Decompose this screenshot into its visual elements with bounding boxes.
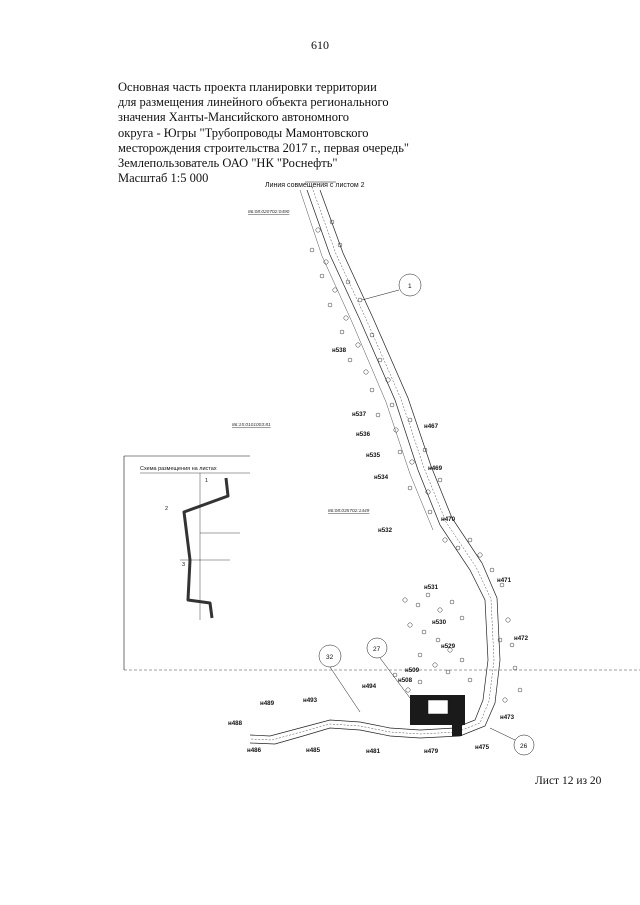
callout-number: 26 — [520, 743, 528, 750]
page-number: 610 — [311, 38, 329, 52]
inset-number: 2 — [165, 506, 168, 512]
point-label: н530 — [432, 619, 447, 626]
match-line-caption: Линия совмещения с листом 2 — [265, 182, 365, 189]
point-label: н534 — [374, 474, 389, 481]
cadastral-number: 86:08:035702:1449 — [328, 508, 370, 514]
point-label: н467 — [424, 423, 439, 430]
point-label: н508 — [398, 677, 413, 684]
point-label: н509 — [405, 667, 420, 674]
point-label: н469 — [428, 465, 443, 472]
point-label: н494 — [362, 683, 377, 690]
inset-number: 3 — [182, 562, 185, 568]
inset-number: 1 — [205, 478, 208, 484]
vegetation-symbols — [309, 219, 523, 703]
point-label: н532 — [378, 527, 393, 534]
point-labels: н538 н537 н536 н535 н534 н532 н467 н469 … — [228, 347, 529, 755]
point-label: н471 — [497, 577, 512, 584]
point-label: н535 — [366, 452, 381, 459]
scale-line: Масштаб 1:5 000 — [118, 171, 209, 186]
point-label: н537 — [352, 411, 367, 418]
point-label: н479 — [424, 748, 439, 755]
callouts — [318, 273, 535, 756]
point-label: н489 — [260, 700, 275, 707]
callout-number: 32 — [326, 654, 334, 661]
cadastral-number: 86:08:020702:0490 — [248, 209, 290, 215]
point-label: н536 — [356, 431, 371, 438]
point-label: н470 — [441, 516, 456, 523]
point-label: н485 — [306, 747, 321, 754]
sheet-label: Лист 12 из 20 — [535, 775, 602, 787]
inset-scheme: Схема размещения на листах 1 2 3 — [123, 455, 640, 671]
point-label: н488 — [228, 720, 243, 727]
title-line: для размещения линейного объекта региона… — [118, 95, 389, 110]
cadastral-number: 86:15:0101003:81 — [232, 422, 271, 428]
callout-number: 1 — [408, 283, 412, 290]
title-line: месторождения строительства 2017 г., пер… — [118, 140, 409, 155]
title-block: Основная часть проекта планировки террит… — [118, 80, 418, 186]
title-line: значения Ханты-Мансийского автономного — [118, 110, 350, 125]
point-label: н472 — [514, 635, 529, 642]
point-label: н481 — [366, 748, 381, 755]
title-line: Основная часть проекта планировки террит… — [118, 80, 377, 94]
point-label: н538 — [332, 347, 347, 354]
inset-title: Схема размещения на листах — [140, 466, 217, 472]
title-line: округа - Югры "Трубопроводы Мамонтовског… — [118, 125, 369, 140]
point-label: н486 — [247, 747, 262, 754]
point-label: н475 — [475, 744, 490, 751]
pipeline-corridor — [249, 189, 501, 745]
point-label: н473 — [500, 714, 515, 721]
point-label: н531 — [424, 584, 439, 591]
callout-number: 27 — [373, 646, 381, 653]
point-label: н493 — [303, 697, 318, 704]
point-label: н529 — [441, 643, 456, 650]
title-line: Землепользователь ОАО "НК "Роснефть" — [118, 156, 338, 171]
